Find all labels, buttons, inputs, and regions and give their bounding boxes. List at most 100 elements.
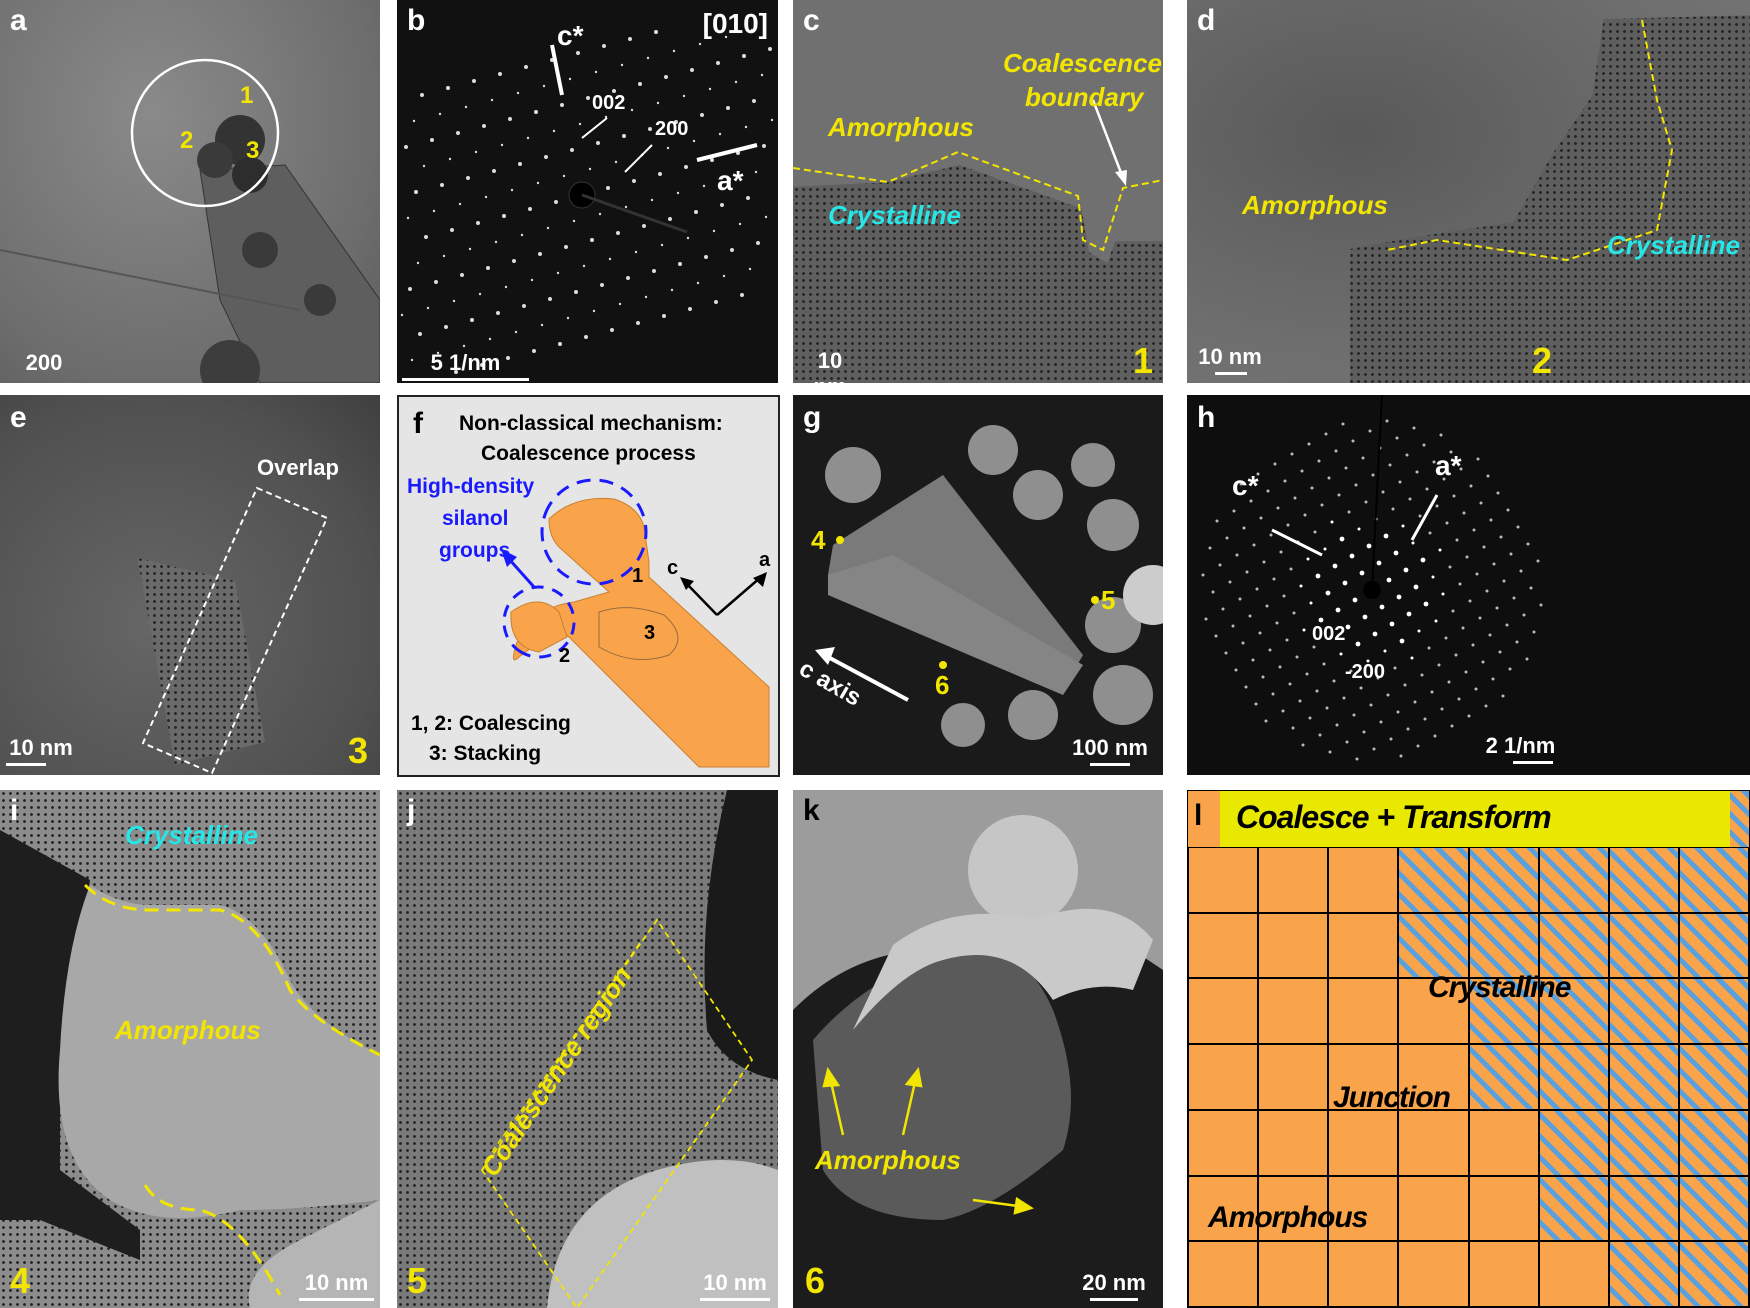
diffraction-spot	[644, 295, 648, 299]
diffraction-spot	[1295, 655, 1299, 659]
diffraction-spot	[750, 28, 754, 32]
scale-bar: 5 1/nm	[402, 350, 529, 381]
diffraction-spot	[764, 215, 768, 219]
diffraction-spot	[1406, 727, 1410, 731]
diffraction-spot	[1310, 486, 1314, 490]
diffraction-spot	[1288, 682, 1292, 686]
diffraction-spot	[570, 148, 574, 152]
diffraction-spot	[720, 203, 724, 207]
diffraction-spot	[502, 214, 506, 218]
crystalline-cell	[1538, 978, 1609, 1045]
title-banner	[1220, 791, 1730, 847]
beam-stop-arm	[581, 193, 688, 234]
amorphous-cell	[1328, 912, 1399, 979]
diffraction-spot	[408, 287, 412, 291]
diffraction-spot	[642, 224, 646, 228]
diffraction-spot	[480, 363, 484, 367]
diffraction-spot	[1312, 645, 1316, 649]
diffraction-spot	[1291, 726, 1295, 730]
diffraction-spot	[1313, 530, 1317, 534]
crystalline-cell	[1538, 912, 1609, 979]
diffraction-spot	[698, 42, 702, 46]
diffraction-spot	[1447, 680, 1451, 684]
diffraction-spot	[1290, 452, 1294, 456]
diffraction-spot	[1417, 629, 1421, 633]
diffraction-spot	[1430, 690, 1434, 694]
diffraction-spot	[470, 318, 474, 322]
diffraction-spot	[1468, 599, 1472, 603]
diffraction-spot	[410, 358, 414, 362]
diffraction-spot	[430, 138, 434, 142]
amorphous-label: Amorphous	[828, 112, 974, 142]
scale-label: 100 nm	[1072, 735, 1148, 760]
panel-label: l	[1194, 799, 1203, 832]
diffraction-spot	[1300, 469, 1304, 473]
diffraction-spot	[586, 96, 590, 100]
diffraction-spot	[1342, 696, 1346, 700]
overlap-box	[141, 486, 329, 775]
particle-1: 1	[632, 565, 644, 587]
diffraction-spot	[754, 170, 758, 174]
panel-label: d	[1197, 4, 1216, 37]
diffraction-spot	[528, 207, 532, 211]
amorphous-cell	[1188, 978, 1259, 1045]
diffraction-spot	[1440, 707, 1444, 711]
diffraction-spot	[476, 221, 480, 225]
diffraction-spot	[1273, 462, 1277, 466]
diffraction-spot	[1252, 543, 1256, 547]
diffraction-spot	[700, 113, 704, 117]
crystalline-cell	[1468, 1044, 1539, 1110]
diffraction-spot	[1393, 550, 1399, 556]
diffraction-spot	[656, 101, 660, 105]
diffraction-spot	[1432, 460, 1436, 464]
diffraction-spot	[518, 162, 522, 166]
diffraction-spot	[626, 276, 630, 280]
diffraction-spot	[1431, 575, 1435, 579]
amorphous-label: Amorphous	[1208, 1201, 1368, 1234]
diffraction-spot	[440, 183, 444, 187]
diffraction-spot	[1403, 683, 1407, 687]
diffraction-spot	[1501, 694, 1505, 698]
diffraction-spot	[432, 209, 436, 213]
diffraction-spot	[422, 164, 426, 168]
c-star-label: c*	[557, 20, 584, 51]
diffraction-spot	[690, 68, 694, 72]
diffraction-spot	[702, 184, 706, 188]
coalescence-schematic	[501, 478, 770, 768]
diffraction-spot	[1485, 589, 1489, 593]
panel-h: h c* a* 002 -200 2 1/nm	[1187, 395, 1750, 775]
diffraction-spot	[1255, 587, 1259, 591]
a-star-arrow	[1410, 494, 1439, 541]
diffraction-spot	[1391, 507, 1395, 511]
diffraction-spot	[582, 264, 586, 268]
panel-label: a	[10, 4, 27, 37]
amorphous-cell	[1398, 1175, 1469, 1242]
diffraction-spot	[1359, 686, 1363, 690]
particle-2: 2	[559, 645, 571, 667]
diffraction-spot	[1398, 480, 1402, 484]
diffraction-spot	[1308, 716, 1312, 720]
diffraction-spot	[1495, 606, 1499, 610]
panel-e: e Overlap 3 10 nm	[0, 395, 380, 775]
c-star-label: c*	[1232, 470, 1259, 501]
diffraction-spot	[1455, 538, 1459, 542]
diffraction-spot	[1467, 714, 1471, 718]
crystalline-cell	[1678, 1241, 1749, 1307]
diffraction-spot	[600, 283, 604, 287]
diffraction-spot	[1451, 609, 1455, 613]
diffraction-spot	[540, 323, 544, 327]
title-line-1: Non-classical mechanism:	[459, 412, 723, 435]
diffraction-spot	[666, 146, 670, 150]
diffraction-spot	[740, 293, 744, 297]
crystalline-cell	[1608, 1175, 1679, 1242]
diffraction-spot	[472, 79, 476, 83]
diffraction-spot	[1411, 541, 1415, 545]
boundary-line	[1386, 19, 1674, 262]
diffraction-spot	[1272, 577, 1276, 581]
scale-label: 10 nm	[9, 735, 73, 760]
crystalline-cell	[1608, 912, 1679, 979]
diffraction-spot	[1302, 628, 1306, 632]
crystalline-cell	[1678, 978, 1749, 1045]
diffraction-spot	[552, 129, 556, 133]
amorphous-cell	[1398, 1109, 1469, 1176]
